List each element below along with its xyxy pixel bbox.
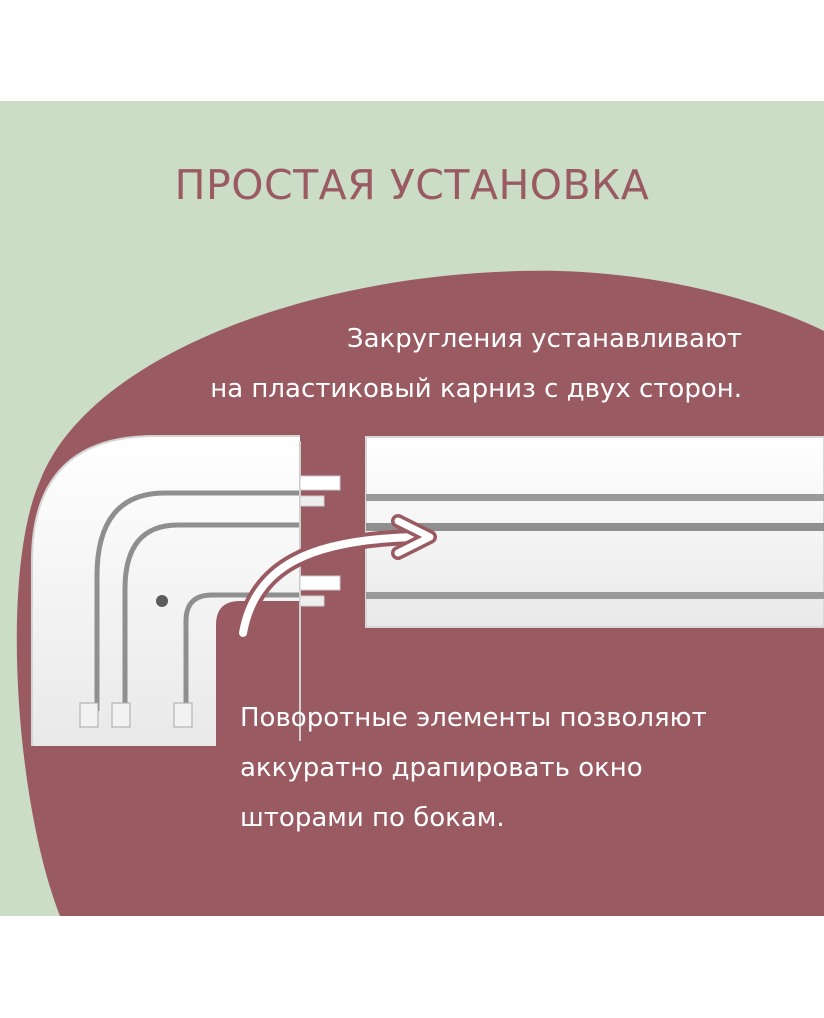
corner-rail [31, 435, 341, 746]
illustration [16, 270, 824, 916]
caption-bottom-line: шторами по бокам. [240, 803, 505, 833]
caption-top: Закругления устанавливают на пластиковый… [210, 314, 742, 414]
curved-arrow-icon [235, 514, 437, 641]
straight-rail [365, 436, 824, 628]
promo-card: ПРОСТАЯ УСТАНОВКА Закругления устанавлив… [0, 101, 824, 916]
caption-top-line: на пластиковый карниз с двух сторон. [210, 374, 742, 404]
page-title: ПРОСТАЯ УСТАНОВКА [174, 161, 650, 209]
caption-top-line: Закругления устанавливают [346, 324, 742, 354]
caption-bottom-line: аккуратно драпировать окно [240, 753, 643, 783]
caption-bottom: Поворотные элементы позволяют аккуратно … [240, 693, 707, 843]
caption-bottom-line: Поворотные элементы позволяют [240, 703, 707, 733]
